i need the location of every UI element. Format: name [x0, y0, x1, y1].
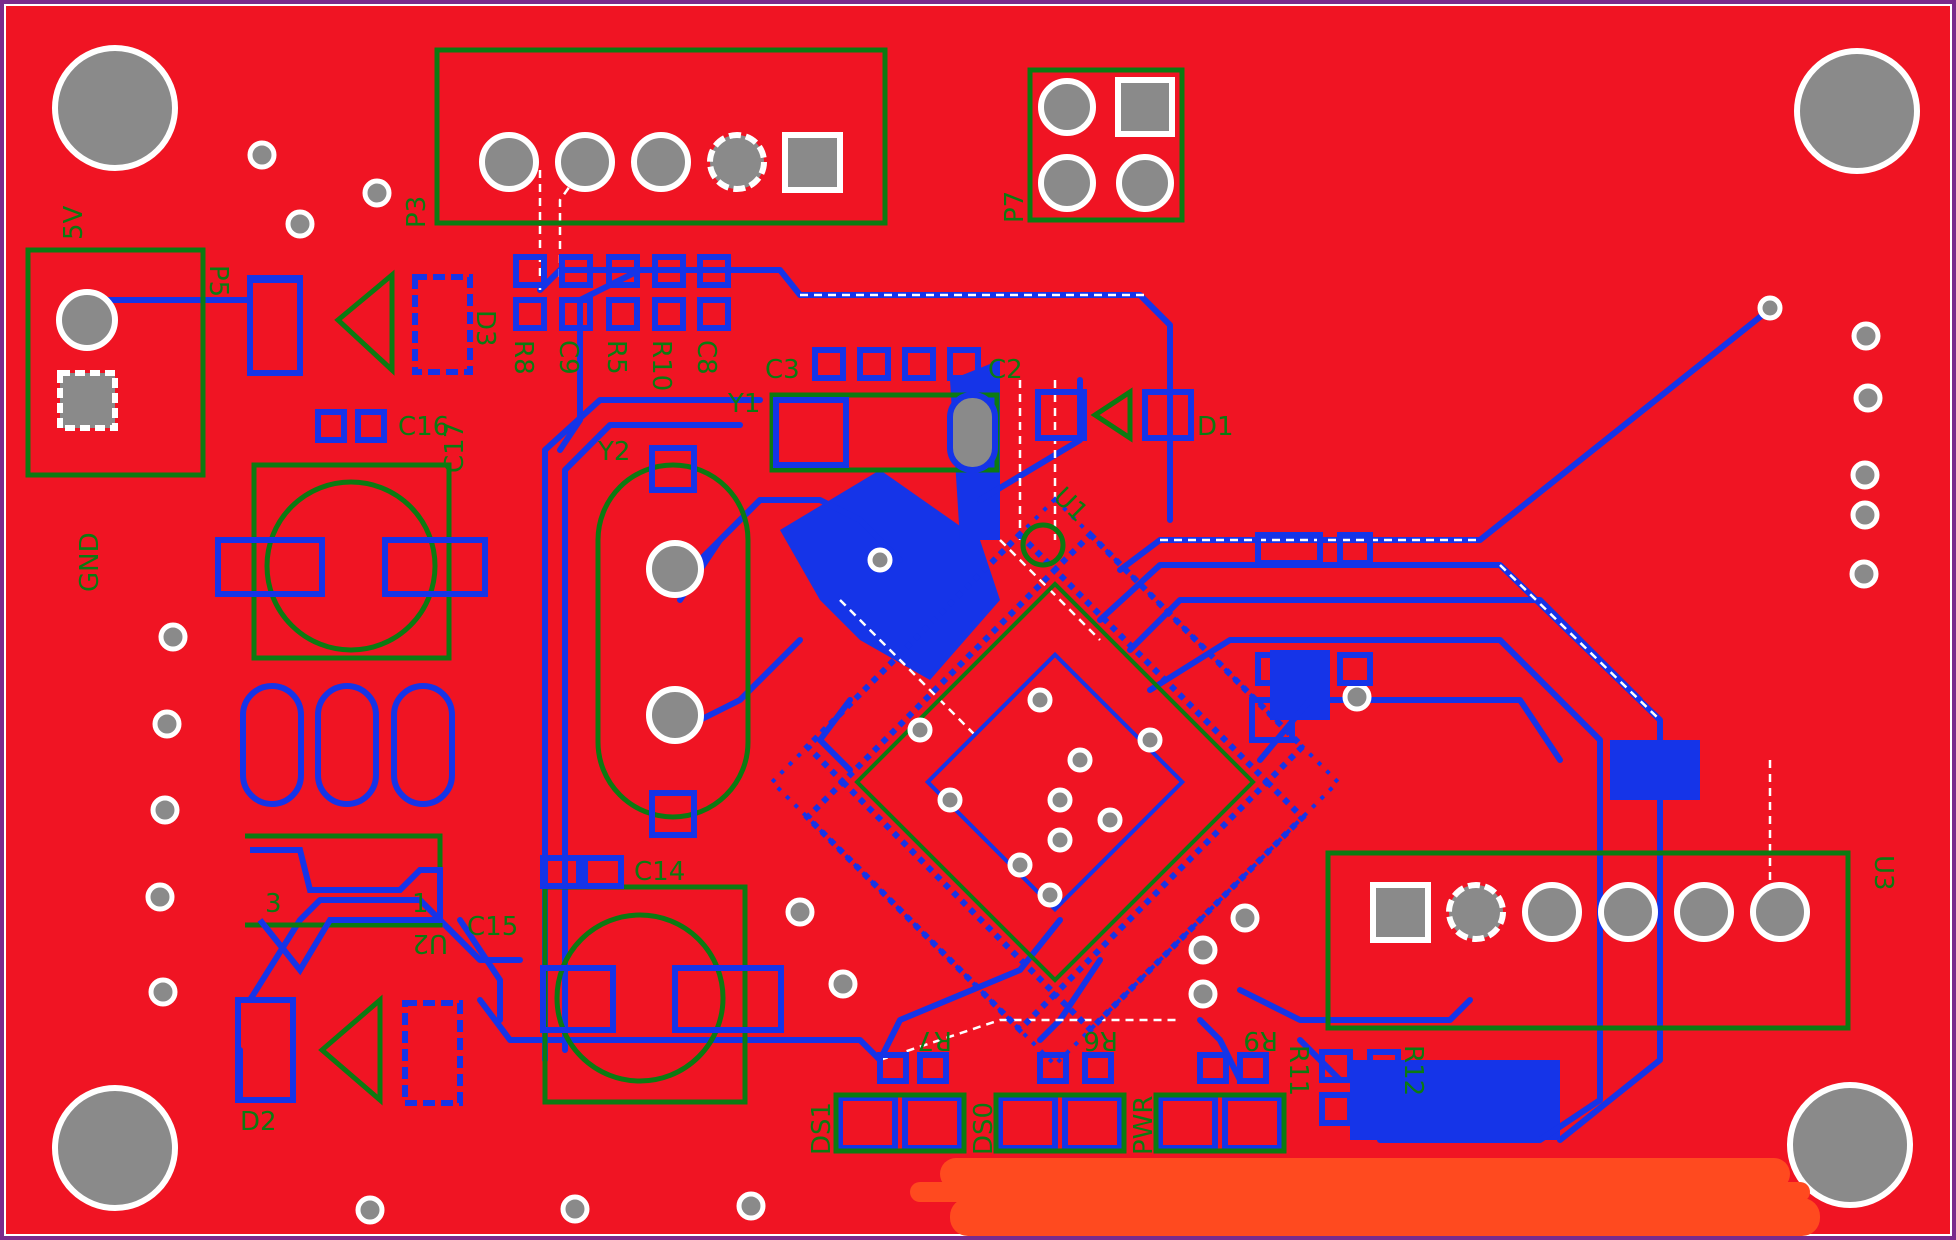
label-u2-pin-left: 3 [265, 889, 282, 919]
regulator-pads[interactable] [240, 683, 455, 807]
label-r12: R12 [1398, 1045, 1428, 1096]
mounting-hole-top-left [52, 45, 178, 171]
label-c8: C8 [691, 340, 721, 375]
label-c3: C3 [765, 355, 800, 385]
label-r5: R5 [601, 340, 631, 375]
label-p5: P5 [203, 265, 233, 297]
label-c15: C15 [467, 912, 518, 942]
label-c2: C2 [988, 355, 1023, 385]
connector-p3[interactable] [434, 47, 888, 226]
label-r11: R11 [1283, 1045, 1313, 1096]
label-u2-pin-right: 1 [412, 889, 429, 919]
u1-pin1-marker [1020, 522, 1066, 568]
label-d1: D1 [1197, 412, 1234, 442]
label-y2: Y2 [597, 437, 630, 467]
label-ds1: DS1 [807, 1102, 837, 1155]
vias [145, 140, 1883, 1225]
silkscreen-labels: 5V GND P5 D3 P3 P7 C16 C17 R8 C9 R5 R10 … [59, 191, 1898, 1155]
diode-d2[interactable] [235, 994, 463, 1106]
label-r10: R10 [646, 340, 676, 391]
crystal-y2[interactable] [595, 445, 751, 838]
label-c14: C14 [634, 857, 685, 887]
label-5v: 5V [59, 205, 89, 240]
capacitor-c15[interactable] [540, 884, 784, 1105]
label-p3: P3 [402, 196, 432, 228]
label-d3: D3 [470, 310, 500, 347]
diode-d1[interactable] [1035, 387, 1194, 443]
label-d2: D2 [240, 1107, 277, 1137]
label-c17: C17 [440, 422, 470, 473]
label-u3: U3 [1868, 855, 1898, 891]
diode-d3[interactable] [247, 269, 473, 376]
label-pwr: PWR [1129, 1096, 1159, 1155]
label-r8: R8 [508, 340, 538, 375]
led-footprints[interactable] [833, 1092, 1287, 1154]
mounting-hole-top-right [1794, 48, 1920, 174]
connector-u3[interactable] [1325, 850, 1851, 1031]
label-p7: P7 [1000, 191, 1030, 223]
label-c9: C9 [553, 340, 583, 375]
mounting-hole-bottom-right [1787, 1082, 1913, 1208]
label-gnd: GND [75, 532, 105, 592]
capacitor-c17[interactable] [215, 462, 488, 661]
mounting-holes [52, 45, 1920, 1211]
label-y1: Y1 [727, 389, 760, 419]
smd-pads[interactable] [315, 254, 1401, 1126]
mounting-hole-bottom-left [52, 1085, 178, 1211]
label-u2: U2 [412, 928, 448, 958]
redaction-overlay [910, 1158, 1820, 1236]
label-r9: R9 [1243, 1025, 1278, 1055]
label-r6: R6 [1083, 1025, 1118, 1055]
crystal-y1[interactable] [769, 392, 1000, 473]
regulator-u2[interactable] [245, 833, 443, 976]
connector-p7[interactable] [1027, 67, 1185, 223]
label-ds0: DS0 [969, 1102, 999, 1155]
connector-p5[interactable] [25, 247, 206, 478]
label-r7: R7 [917, 1025, 952, 1055]
label-c16: C16 [398, 412, 449, 442]
